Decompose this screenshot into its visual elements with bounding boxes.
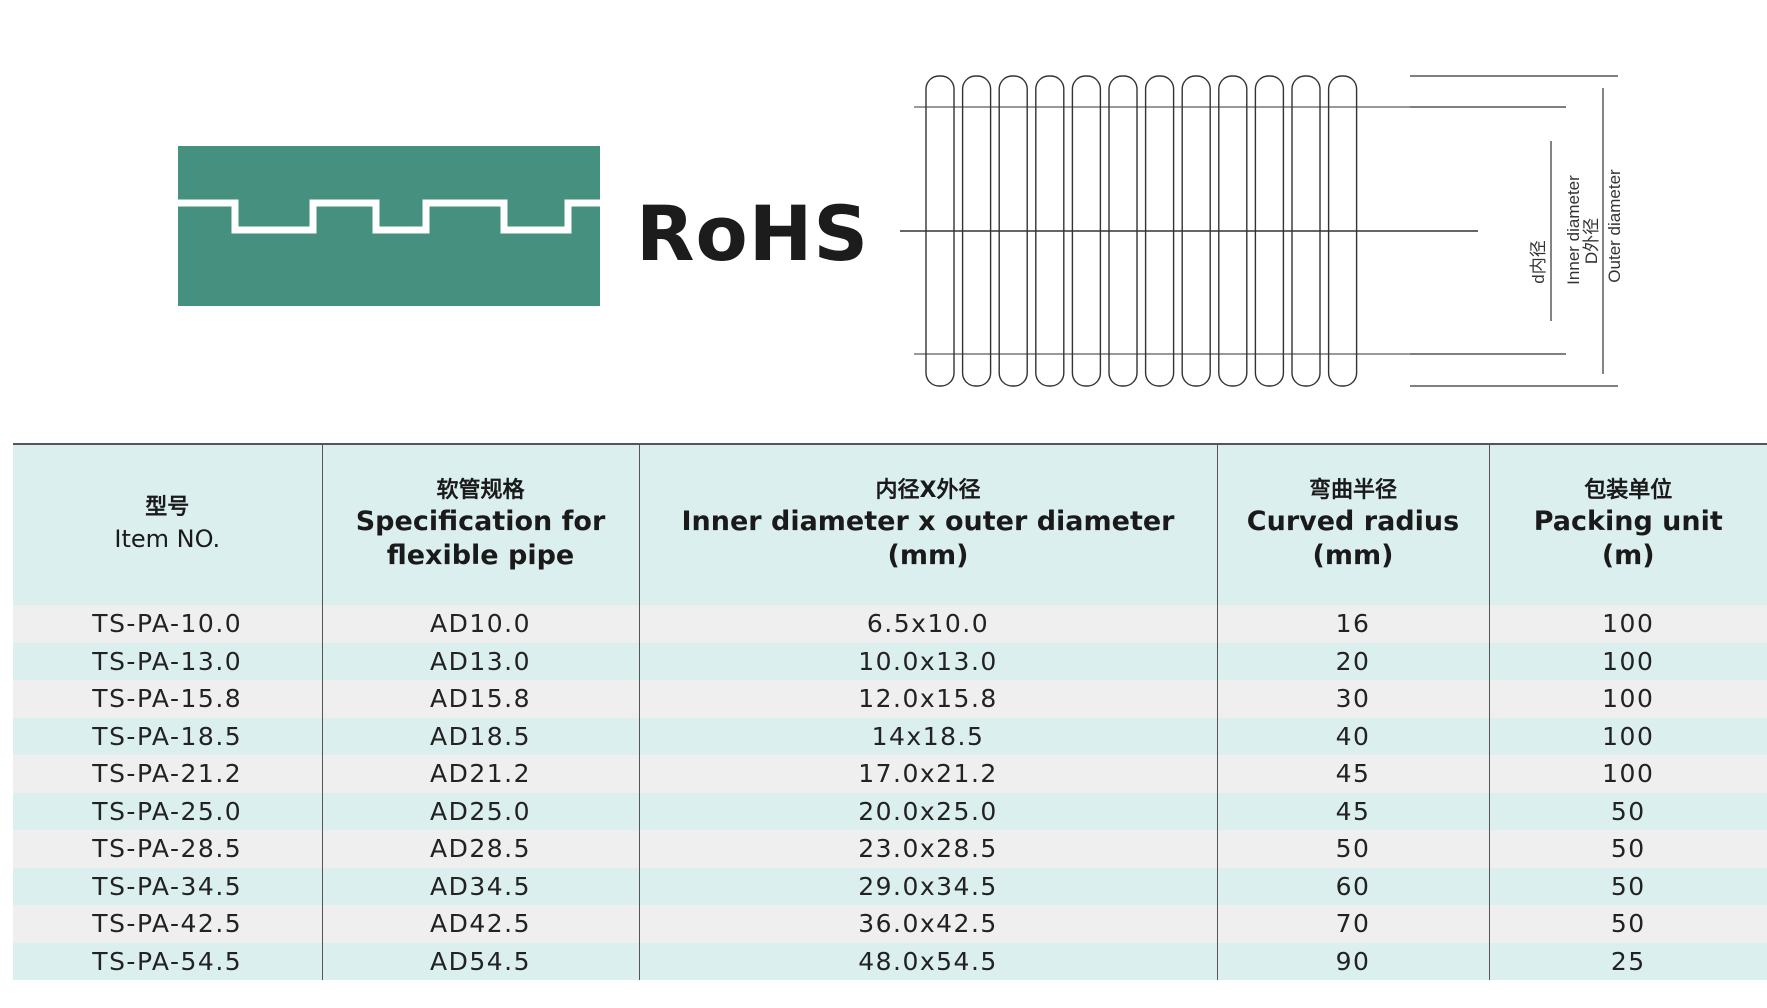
cell-diameter: 14x18.5 [638,717,1217,755]
cell-specification: AD42.5 [321,905,639,943]
outer-diameter-en-label: Outer diameter [1605,169,1624,283]
cell-curved-radius: 16 [1216,605,1489,643]
header-packing-unit-en-line2: (m) [1601,540,1655,571]
cell-diameter: 17.0x21.2 [638,755,1217,793]
cell-diameter: 48.0x54.5 [638,942,1217,980]
cell-item-no: TS-PA-54.5 [13,942,322,980]
header-diameter-en-line1: Inner diameter x outer diameter [681,506,1175,537]
header-curved-radius: 弯曲半径 Curved radius (mm) [1216,443,1489,605]
corrugated-profile-icon [178,146,600,306]
cell-packing-unit: 50 [1488,830,1767,868]
cell-packing-unit: 25 [1488,942,1767,980]
cell-diameter: 6.5x10.0 [638,605,1217,643]
cell-curved-radius: 20 [1216,642,1489,680]
rohs-logo-text: RoHS [636,189,870,278]
cell-packing-unit: 100 [1488,642,1767,680]
header-specification-cn: 软管规格 [436,478,525,503]
cell-curved-radius: 45 [1216,792,1489,830]
inner-diameter-en-label: Inner diameter [1564,175,1583,285]
cell-curved-radius: 60 [1216,867,1489,905]
cell-item-no: TS-PA-34.5 [13,867,322,905]
cell-item-no: TS-PA-42.5 [13,905,322,943]
header-diameter-en-line2: (mm) [887,540,969,571]
profile-wave-line [178,199,600,234]
cell-specification: AD28.5 [321,830,639,868]
header-diameter-cn: 内径X外径 [875,478,981,503]
cell-specification: AD15.8 [321,680,639,718]
spec-table: 型号 Item NO. 软管规格 Specification for flexi… [13,443,1767,980]
cell-curved-radius: 90 [1216,942,1489,980]
header-specification-en-line2: flexible pipe [386,540,575,571]
header-specification: 软管规格 Specification for flexible pipe [321,443,639,605]
cell-diameter: 12.0x15.8 [638,680,1217,718]
cell-diameter: 20.0x25.0 [638,792,1217,830]
cell-item-no: TS-PA-21.2 [13,755,322,793]
cell-item-no: TS-PA-13.0 [13,642,322,680]
cell-diameter: 23.0x28.5 [638,830,1217,868]
cell-item-no: TS-PA-25.0 [13,792,322,830]
header-item-no: 型号 Item NO. [13,443,322,605]
cell-packing-unit: 100 [1488,605,1767,643]
profile-swatch-background [178,146,600,306]
cell-packing-unit: 50 [1488,792,1767,830]
cell-item-no: TS-PA-15.8 [13,680,322,718]
cell-specification: AD10.0 [321,605,639,643]
header-diameter: 内径X外径 Inner diameter x outer diameter (m… [638,443,1217,605]
spec-table-container: 型号 Item NO. 软管规格 Specification for flexi… [13,443,1767,980]
table-header-row: 型号 Item NO. 软管规格 Specification for flexi… [13,443,1767,605]
cell-packing-unit: 100 [1488,755,1767,793]
cell-specification: AD13.0 [321,642,639,680]
cell-packing-unit: 50 [1488,905,1767,943]
outer-diameter-cn-label: D外径 [1582,218,1601,264]
cell-curved-radius: 45 [1216,755,1489,793]
cell-specification: AD18.5 [321,717,639,755]
cell-curved-radius: 30 [1216,680,1489,718]
header-packing-unit: 包装单位 Packing unit (m) [1488,443,1767,605]
pipe-cross-section-diagram: d内径 Inner diameter D外径 Outer diameter [900,75,1624,387]
cell-curved-radius: 40 [1216,717,1489,755]
cell-packing-unit: 100 [1488,717,1767,755]
header-curved-radius-en-line2: (mm) [1312,540,1394,571]
cell-specification: AD54.5 [321,942,639,980]
cell-packing-unit: 50 [1488,867,1767,905]
cell-item-no: TS-PA-10.0 [13,605,322,643]
cell-curved-radius: 70 [1216,905,1489,943]
cell-diameter: 36.0x42.5 [638,905,1217,943]
header-packing-unit-cn: 包装单位 [1584,478,1673,503]
cell-item-no: TS-PA-28.5 [13,830,322,868]
header-specification-en-line1: Specification for [355,506,606,537]
header-curved-radius-en-line1: Curved radius [1246,506,1460,537]
header-curved-radius-cn: 弯曲半径 [1308,478,1397,503]
cell-specification: AD21.2 [321,755,639,793]
header-item-no-en: Item NO. [114,525,221,553]
header-packing-unit-en-line1: Packing unit [1533,506,1723,537]
cell-specification: AD34.5 [321,867,639,905]
header-item-no-cn: 型号 [145,495,190,520]
cell-specification: AD25.0 [321,792,639,830]
inner-diameter-cn-label: d内径 [1529,240,1548,283]
cell-packing-unit: 100 [1488,680,1767,718]
cell-item-no: TS-PA-18.5 [13,717,322,755]
cell-diameter: 10.0x13.0 [638,642,1217,680]
cell-diameter: 29.0x34.5 [638,867,1217,905]
cell-curved-radius: 50 [1216,830,1489,868]
